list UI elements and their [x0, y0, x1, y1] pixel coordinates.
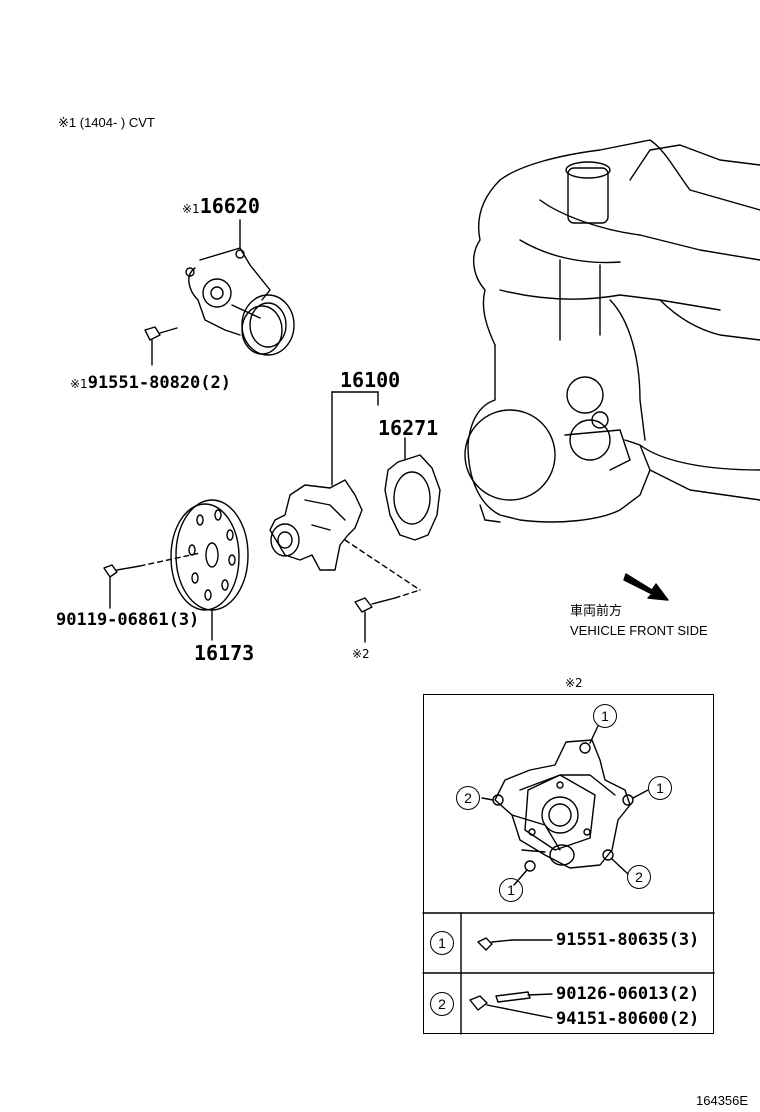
tensioner-bolt-drawing — [144, 326, 178, 366]
tensioner-bolt-mark: ※1 — [70, 377, 88, 391]
pulley-drawing — [170, 499, 249, 641]
diagram-id: 164356E — [696, 1093, 749, 1108]
detail-flange-drawing — [422, 725, 715, 1035]
legend-key-1: 1 — [430, 931, 454, 955]
tensioner-label: ※116620 — [182, 196, 260, 217]
detail-callout: 1 — [593, 704, 617, 728]
legend-key-2: 2 — [430, 992, 454, 1016]
detail-callout: 1 — [648, 776, 672, 800]
pump-bolt-drawing — [354, 589, 421, 643]
detail-callout: 2 — [627, 865, 651, 889]
direction-en: VEHICLE FRONT SIDE — [570, 623, 708, 638]
engine-block-drawing — [464, 139, 760, 523]
header-note: ※1 (1404- ) CVT — [58, 115, 155, 130]
direction-jp: 車両前方 — [570, 603, 623, 618]
tensioner-mark: ※1 — [182, 202, 200, 216]
water-pump-part-number[interactable]: 16100 — [340, 368, 401, 392]
detail-callout: 2 — [456, 786, 480, 810]
tensioner-bolt-label: ※191551-80820(2) — [70, 375, 231, 392]
tensioner-part-number[interactable]: 16620 — [199, 194, 260, 218]
gasket-drawing — [384, 437, 441, 541]
pump-bolt-ref-mark[interactable]: ※2 — [352, 647, 370, 661]
legend-part-94151-80600[interactable]: 94151-80600(2) — [556, 1009, 700, 1029]
tensioner-bolt-part-number[interactable]: 91551-80820(2) — [87, 373, 231, 393]
gasket-part-number[interactable]: 16271 — [378, 416, 439, 440]
detail-view-box — [423, 694, 714, 1034]
water-pump-drawing — [269, 391, 421, 591]
pulley-bolt-part-number[interactable]: 90119-06861(3) — [56, 610, 200, 630]
tensioner-drawing — [185, 219, 295, 356]
legend-part-90126-06013[interactable]: 90126-06013(2) — [556, 984, 700, 1004]
detail-callout: 1 — [499, 878, 523, 902]
pulley-part-number[interactable]: 16173 — [194, 641, 255, 665]
pulley-bolt-drawing — [103, 552, 201, 609]
detail-title: ※2 — [565, 676, 583, 690]
legend-part-91551-80635[interactable]: 91551-80635(3) — [556, 930, 700, 950]
vehicle-front-arrow — [623, 573, 669, 601]
